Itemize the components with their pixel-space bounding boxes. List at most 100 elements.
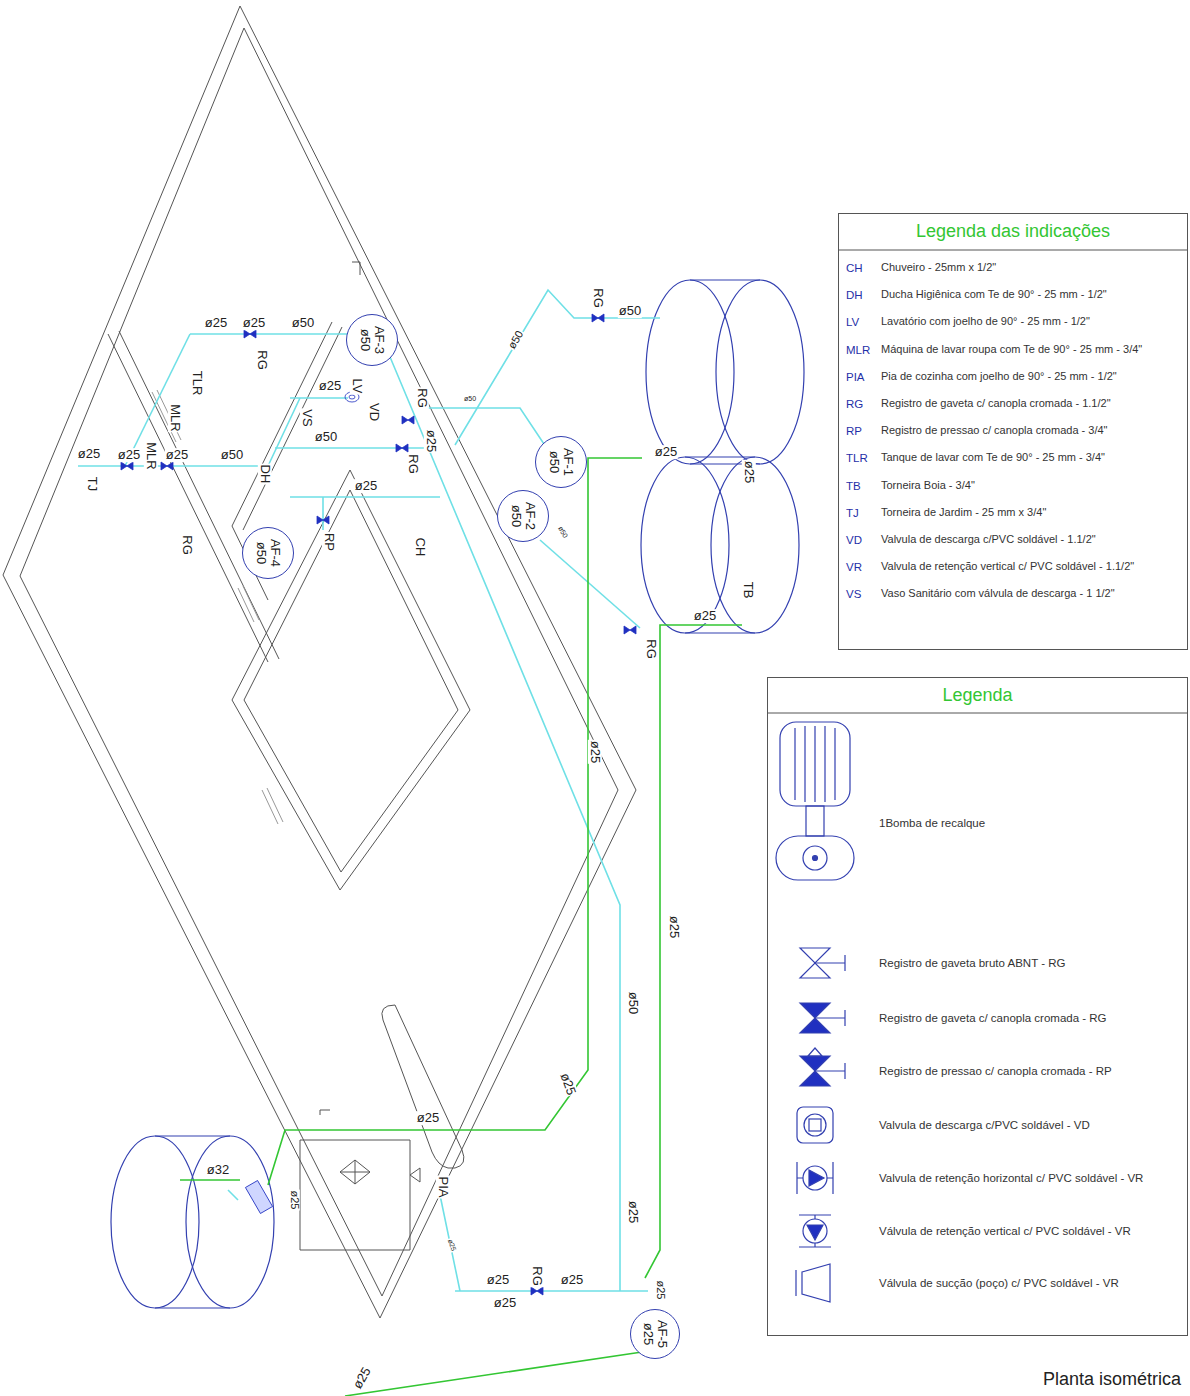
legend-description: Registro de gaveta c/ canopla cromada - …	[880, 398, 1112, 410]
pipe-label: ø25	[588, 740, 602, 764]
floor-walls	[3, 6, 636, 1318]
pipe-label: VD	[367, 402, 381, 422]
legend-code: VD	[845, 534, 863, 546]
pipe-label: RG	[415, 387, 429, 409]
pipe-label: ø50	[291, 316, 315, 330]
pipe-label: ø25	[742, 460, 756, 484]
legend-title: Legenda das indicações	[839, 222, 1187, 242]
circle-label: ø25	[641, 1323, 655, 1345]
pipe-label: LV	[350, 378, 364, 395]
valves	[121, 314, 636, 1295]
legend-title: Legenda	[768, 686, 1187, 706]
legend-code: CH	[845, 262, 864, 274]
legend-code: PIA	[845, 371, 866, 383]
pipe-label: ø25	[288, 1190, 300, 1211]
legend-code: VR	[845, 561, 863, 573]
pipe-label: ø25	[493, 1296, 517, 1310]
pipe-label: ø25	[77, 447, 101, 461]
water-tanks	[111, 280, 804, 1308]
pipe-label: VS	[300, 408, 314, 427]
pipe-label: TJ	[85, 476, 99, 492]
pipe-label: ø25	[654, 1280, 666, 1301]
pipe-label: ø50	[506, 328, 526, 352]
legend-description: Registro de pressao c/ canopla cromada -…	[880, 425, 1108, 437]
pipe-label: ø25	[560, 1273, 584, 1287]
pipe-label: TB	[741, 581, 755, 600]
pipe-label: ø32	[206, 1163, 230, 1177]
legend-description: Valvula de descarga c/PVC soldável - 1.1…	[880, 534, 1097, 546]
pipe-label: ø25	[318, 379, 342, 393]
circle-label-group: AF-3ø50	[358, 326, 385, 354]
legend-text: Valvula de descarga c/PVC soldável - VD	[878, 1119, 1091, 1131]
pipe-circle: AF-2ø50	[497, 490, 549, 542]
legend-description: Chuveiro - 25mm x 1/2"	[880, 262, 997, 274]
circle-label: ø50	[547, 451, 561, 473]
pipe-label: RG	[591, 287, 605, 309]
pipe-label: ø25	[117, 448, 141, 462]
pipe-label: ø50	[618, 304, 642, 318]
pump-pipes	[180, 458, 742, 1396]
pipe-circle: AF-4ø50	[242, 527, 294, 579]
legend-description: Tanque de lavar com Te de 90° - 25 mm - …	[880, 453, 1106, 465]
legend-code: RP	[845, 425, 863, 437]
pipe-label: ø25	[354, 479, 378, 493]
pipe-label: ø25	[667, 915, 681, 939]
pipe-circle: AF-3ø50	[346, 314, 398, 366]
pipe-circle: AF-1ø50	[535, 436, 587, 488]
pipe-label: MLR	[168, 403, 182, 432]
pipe-label: ø25	[486, 1273, 510, 1287]
legend-description: Vaso Sanitário com válvula de descarga -…	[880, 589, 1116, 601]
pipe-label: ø50	[314, 430, 338, 444]
circle-label-group: AF-5ø25	[641, 1320, 668, 1348]
legend-description: Torneira de Jardim - 25 mm x 3/4"	[880, 507, 1047, 519]
pipe-label: RG	[406, 453, 420, 475]
legend-code: VS	[845, 588, 862, 600]
legend-description: Lavatório com joelho de 90° - 25 mm - 1/…	[880, 317, 1091, 329]
circle-label: AF-5	[655, 1320, 669, 1348]
pipe-label: ø25	[424, 429, 438, 453]
pipe-label: ø50	[463, 395, 477, 402]
legend-text: Valvula de retenção horizontal c/ PVC so…	[878, 1172, 1144, 1184]
legend-text: Registro de pressao c/ canopla cromada -…	[878, 1065, 1113, 1077]
legend-box: Legenda	[767, 677, 1188, 1336]
pipe-label: RG	[180, 534, 194, 556]
pipe-label: ø25	[242, 316, 266, 330]
legend-description: Máquina de lavar roupa com Te de 90° - 2…	[880, 344, 1143, 356]
pipe-label: PIA	[436, 1176, 450, 1199]
pipe-label: ø25	[557, 1070, 578, 1098]
circle-label: AF-1	[561, 448, 575, 476]
pipe-label: ø25	[446, 1237, 458, 1253]
legend-text: Registro de gaveta bruto ABNT - RG	[878, 957, 1066, 969]
circle-label: ø50	[254, 542, 268, 564]
pipe-label: RG	[530, 1265, 544, 1287]
legend-symbols	[776, 722, 854, 1302]
legend-text: Registro de gaveta c/ canopla cromada - …	[878, 1012, 1108, 1024]
pipe-label: ø25	[654, 445, 678, 459]
circle-label-group: AF-2ø50	[509, 502, 536, 530]
legend-code: RG	[845, 398, 864, 410]
pipe-label: ø25	[626, 1200, 640, 1224]
legend-dividers	[767, 250, 1188, 713]
pipe-label: ø25	[350, 1364, 374, 1392]
pipe-label: ø25	[204, 316, 228, 330]
legend-code: LV	[845, 316, 860, 328]
legend-description: Ducha Higiênica com Te de 90° - 25 mm - …	[880, 289, 1108, 301]
circle-label: AF-2	[523, 502, 537, 530]
pipe-label: RG	[255, 349, 269, 371]
legend-text: Válvula de sucção (poço) c/ PVC soldável…	[878, 1277, 1120, 1289]
pipe-label: MLR	[144, 441, 158, 470]
legend-text: Válvula de retenção vertical c/ PVC sold…	[878, 1225, 1132, 1237]
legend-code: MLR	[845, 344, 871, 356]
pipe-label: RP	[322, 532, 336, 552]
circle-label: AF-4	[268, 539, 282, 567]
circle-label: ø50	[509, 505, 523, 527]
circle-label: AF-3	[372, 326, 386, 354]
legend-code: TB	[845, 480, 862, 492]
legend-code: TJ	[845, 507, 860, 519]
legend-description: Valvula de retenção vertical c/ PVC sold…	[880, 561, 1135, 573]
pipe-label: DH	[258, 464, 272, 485]
pipe-label: TLR	[190, 370, 204, 397]
legend-code: TLR	[845, 452, 869, 464]
pipe-circle: AF-5ø25	[630, 1309, 680, 1359]
